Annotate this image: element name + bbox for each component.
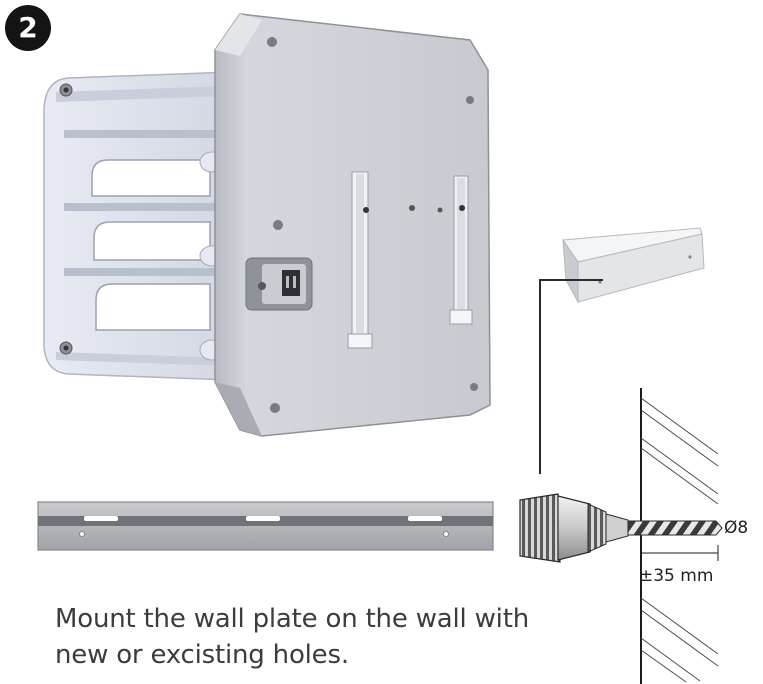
step-number-badge: 2: [5, 5, 51, 51]
heater-frame: [43, 71, 233, 381]
leader-line: [539, 279, 603, 474]
distance-label: ±35 mm: [639, 566, 714, 586]
wall-section: [640, 388, 719, 684]
heater-body: [214, 13, 491, 437]
distance-dimension: [641, 545, 719, 561]
wall-bracket-perspective: [562, 227, 705, 303]
drill-diameter-label: Ø8: [724, 518, 749, 538]
drill: [519, 493, 723, 563]
wall-plate: [37, 501, 494, 551]
instruction-text: Mount the wall plate on the wall with ne…: [55, 604, 529, 670]
